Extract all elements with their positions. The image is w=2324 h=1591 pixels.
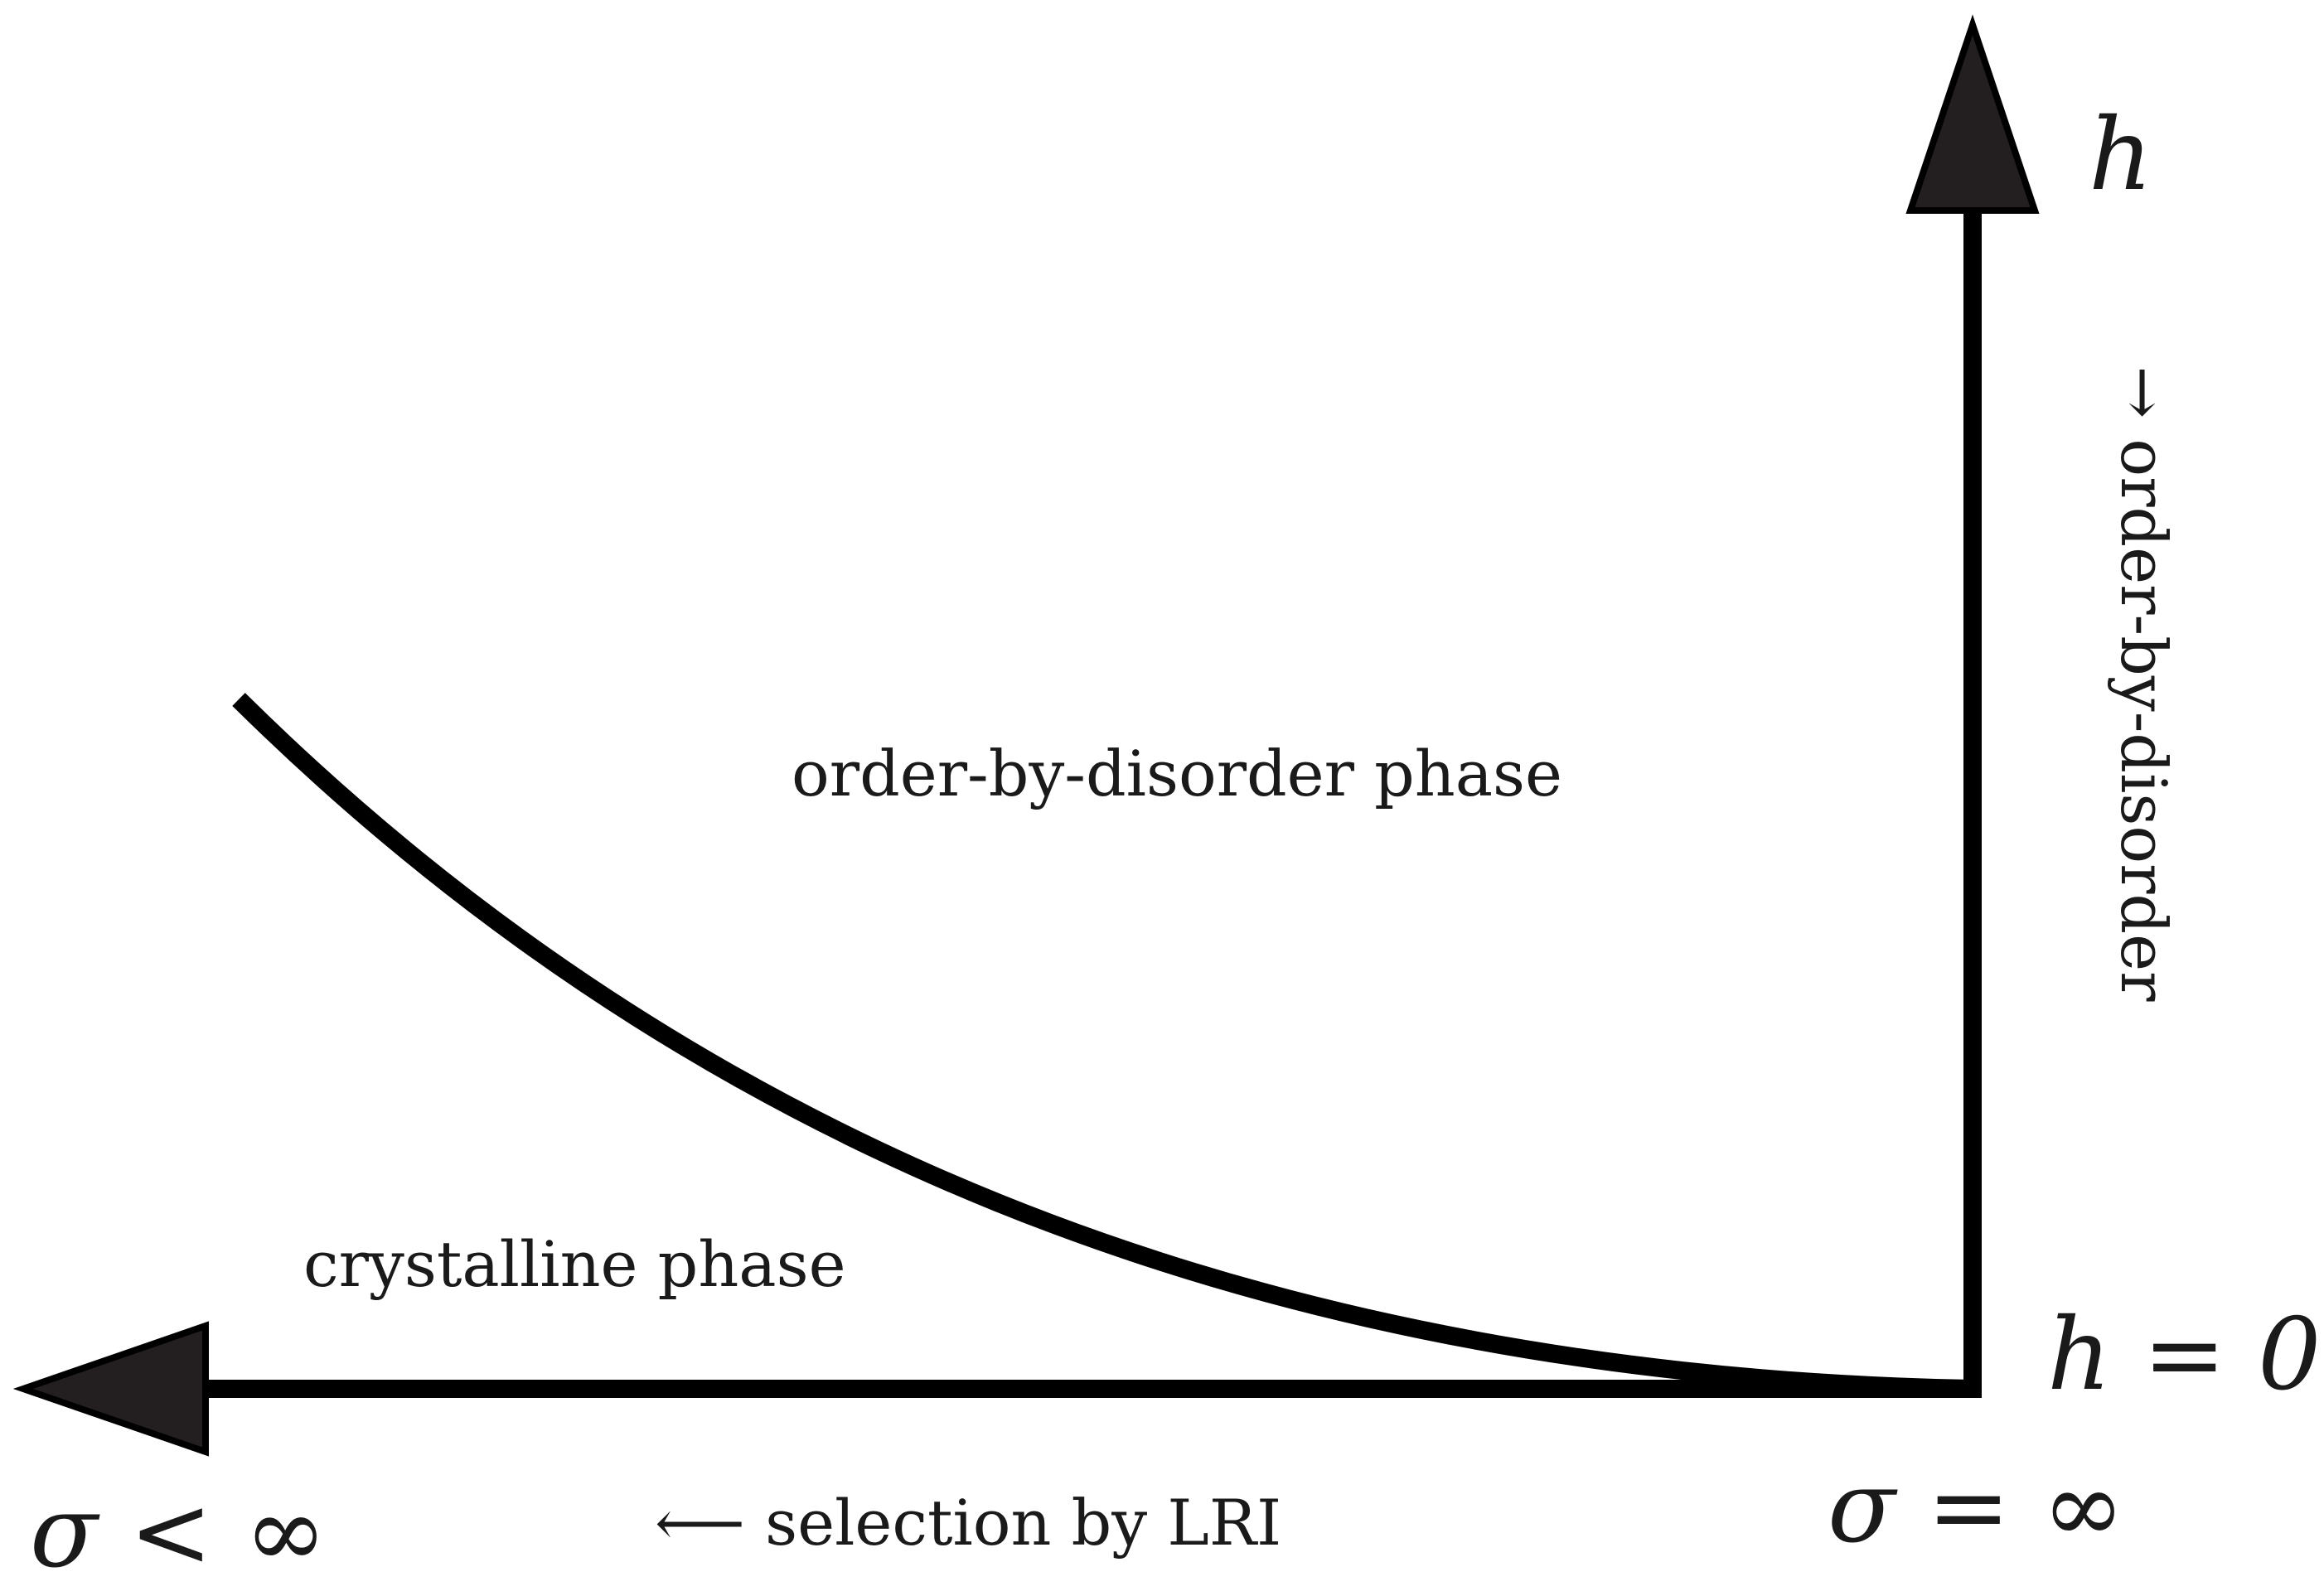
h-axis-label: h — [2089, 98, 2152, 213]
vertical-axis-arrowhead — [1905, 14, 2040, 214]
phase-boundary-curve — [232, 693, 1973, 1398]
vertical-axis-annotation: → order-by-disorder — [2107, 366, 2181, 1002]
upper-region-label: order-by-disorder phase — [792, 737, 1562, 810]
left-sigma-label: σ < ∞ — [30, 1475, 327, 1590]
horizontal-axis-annotation: ⟵ selection by LRI — [655, 1486, 1281, 1560]
lower-region-label: crystalline phase — [303, 1227, 846, 1301]
horizontal-axis-arrowhead — [12, 1321, 209, 1457]
origin-sigma-label: σ = ∞ — [1828, 1450, 2125, 1565]
origin-h-label: h = 0 — [2047, 1298, 2321, 1413]
